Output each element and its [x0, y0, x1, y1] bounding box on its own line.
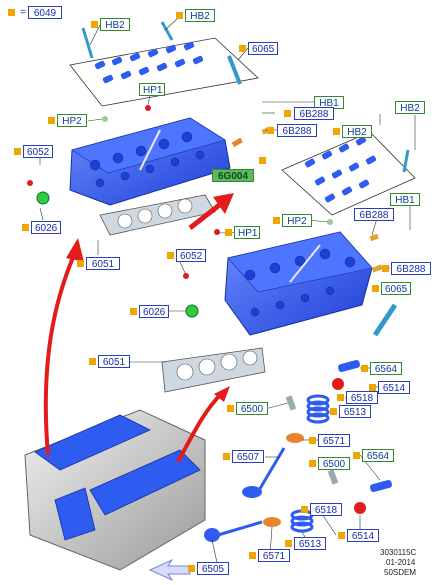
- engine-assembly: [24, 409, 206, 571]
- callout-6051-left[interactable]: 6051: [86, 257, 120, 270]
- callout-marker: [353, 452, 360, 459]
- callout-marker: [188, 565, 195, 572]
- callout-6513-b[interactable]: 6513: [294, 537, 326, 550]
- callout-marker: [309, 437, 316, 444]
- callout-marker: [48, 117, 55, 124]
- callout-marker: [369, 384, 376, 391]
- figure-date: 01-2014: [386, 558, 416, 567]
- callout-6564-a[interactable]: 6564: [370, 362, 402, 375]
- callout-6518-b[interactable]: 6518: [310, 503, 342, 516]
- callout-6026-mid[interactable]: 6026: [139, 305, 169, 318]
- callout-6052-left[interactable]: 6052: [23, 145, 53, 158]
- callout-marker: [284, 110, 291, 117]
- callout-hb2-right[interactable]: HB2: [395, 101, 425, 114]
- callout-marker: [382, 265, 389, 272]
- callout-hb2-b[interactable]: HB2: [185, 9, 215, 22]
- callout-marker: [227, 405, 234, 412]
- callout-marker: [338, 532, 345, 539]
- head-gasket-left: [99, 194, 216, 236]
- callout-marker: [223, 453, 230, 460]
- callout-6513-a[interactable]: 6513: [339, 405, 371, 418]
- callout-6571-b[interactable]: 6571: [258, 549, 290, 562]
- callout-marker: [372, 285, 379, 292]
- callout-marker: [361, 365, 368, 372]
- callout-marker: [309, 460, 316, 467]
- callout-marker: [285, 540, 292, 547]
- callout-6500-b[interactable]: 6500: [318, 457, 350, 470]
- callout-hb1-right[interactable]: HB1: [390, 193, 420, 206]
- callout-hp1-mid[interactable]: HP1: [234, 226, 260, 239]
- callout-marker: [259, 157, 266, 164]
- callout-marker: [130, 308, 137, 315]
- callout-6564-b[interactable]: 6564: [362, 449, 394, 462]
- callout-marker: [89, 358, 96, 365]
- cam-cover-right: [281, 131, 416, 216]
- callout-6b288-b[interactable]: 6B288: [277, 124, 317, 137]
- callout-6571-a[interactable]: 6571: [318, 434, 350, 447]
- callout-6507[interactable]: 6507: [232, 450, 264, 463]
- cylinder-head-right: [224, 231, 373, 336]
- callout-marker: [167, 252, 174, 259]
- callout-hp2-right[interactable]: HP2: [282, 214, 312, 227]
- figure-reference: 3030115C: [380, 548, 417, 557]
- callout-6052-mid[interactable]: 6052: [176, 249, 206, 262]
- callout-6051-lower[interactable]: 6051: [98, 355, 130, 368]
- callout-marker: [301, 506, 308, 513]
- callout-marker: [337, 394, 344, 401]
- callout-marker: [176, 12, 183, 19]
- callout-6b288-d[interactable]: 6B288: [391, 262, 431, 275]
- callout-marker: [273, 217, 280, 224]
- callout-6514-b[interactable]: 6514: [347, 529, 379, 542]
- callout-hp2-left[interactable]: HP2: [57, 114, 87, 127]
- callout-6518-a[interactable]: 6518: [346, 391, 378, 404]
- front-direction-arrow: [148, 558, 191, 582]
- figure-model-code: 50SDEM: [384, 568, 417, 577]
- callout-hb2-c[interactable]: HB2: [342, 125, 372, 138]
- fuel-injector: [372, 303, 398, 337]
- callout-6514-a[interactable]: 6514: [378, 381, 410, 394]
- callout-marker: [330, 408, 337, 415]
- callout-marker: [91, 21, 98, 28]
- assembly-arrows: [43, 193, 234, 463]
- legend-equals: =: [20, 7, 26, 18]
- callout-6026-left[interactable]: 6026: [31, 221, 61, 234]
- callout-marker: [22, 224, 29, 231]
- callout-6g004[interactable]: 6G004: [212, 169, 254, 182]
- legend-code: 6049: [28, 6, 62, 19]
- callout-6b288-a[interactable]: 6B288: [294, 107, 334, 120]
- cylinder-head-left: [69, 117, 231, 206]
- callout-6500-a[interactable]: 6500: [236, 402, 268, 415]
- callout-marker: [239, 45, 246, 52]
- head-gasket-lower: [161, 347, 266, 393]
- callout-hb2-a[interactable]: HB2: [100, 18, 130, 31]
- callout-marker: [225, 229, 232, 236]
- callout-marker: [267, 127, 274, 134]
- callout-6065-right[interactable]: 6065: [381, 282, 411, 295]
- callout-6505[interactable]: 6505: [197, 562, 229, 575]
- callout-marker: [333, 128, 340, 135]
- cam-cover-top: [69, 21, 259, 107]
- callout-marker: [14, 148, 21, 155]
- small-fasteners: [27, 105, 383, 318]
- callout-6b288-c[interactable]: 6B288: [354, 208, 394, 221]
- callout-hp1-top[interactable]: HP1: [139, 83, 165, 96]
- callout-6065-top[interactable]: 6065: [248, 42, 278, 55]
- callout-marker: [249, 552, 256, 559]
- callout-marker: [77, 260, 84, 267]
- legend-marker: [8, 9, 15, 16]
